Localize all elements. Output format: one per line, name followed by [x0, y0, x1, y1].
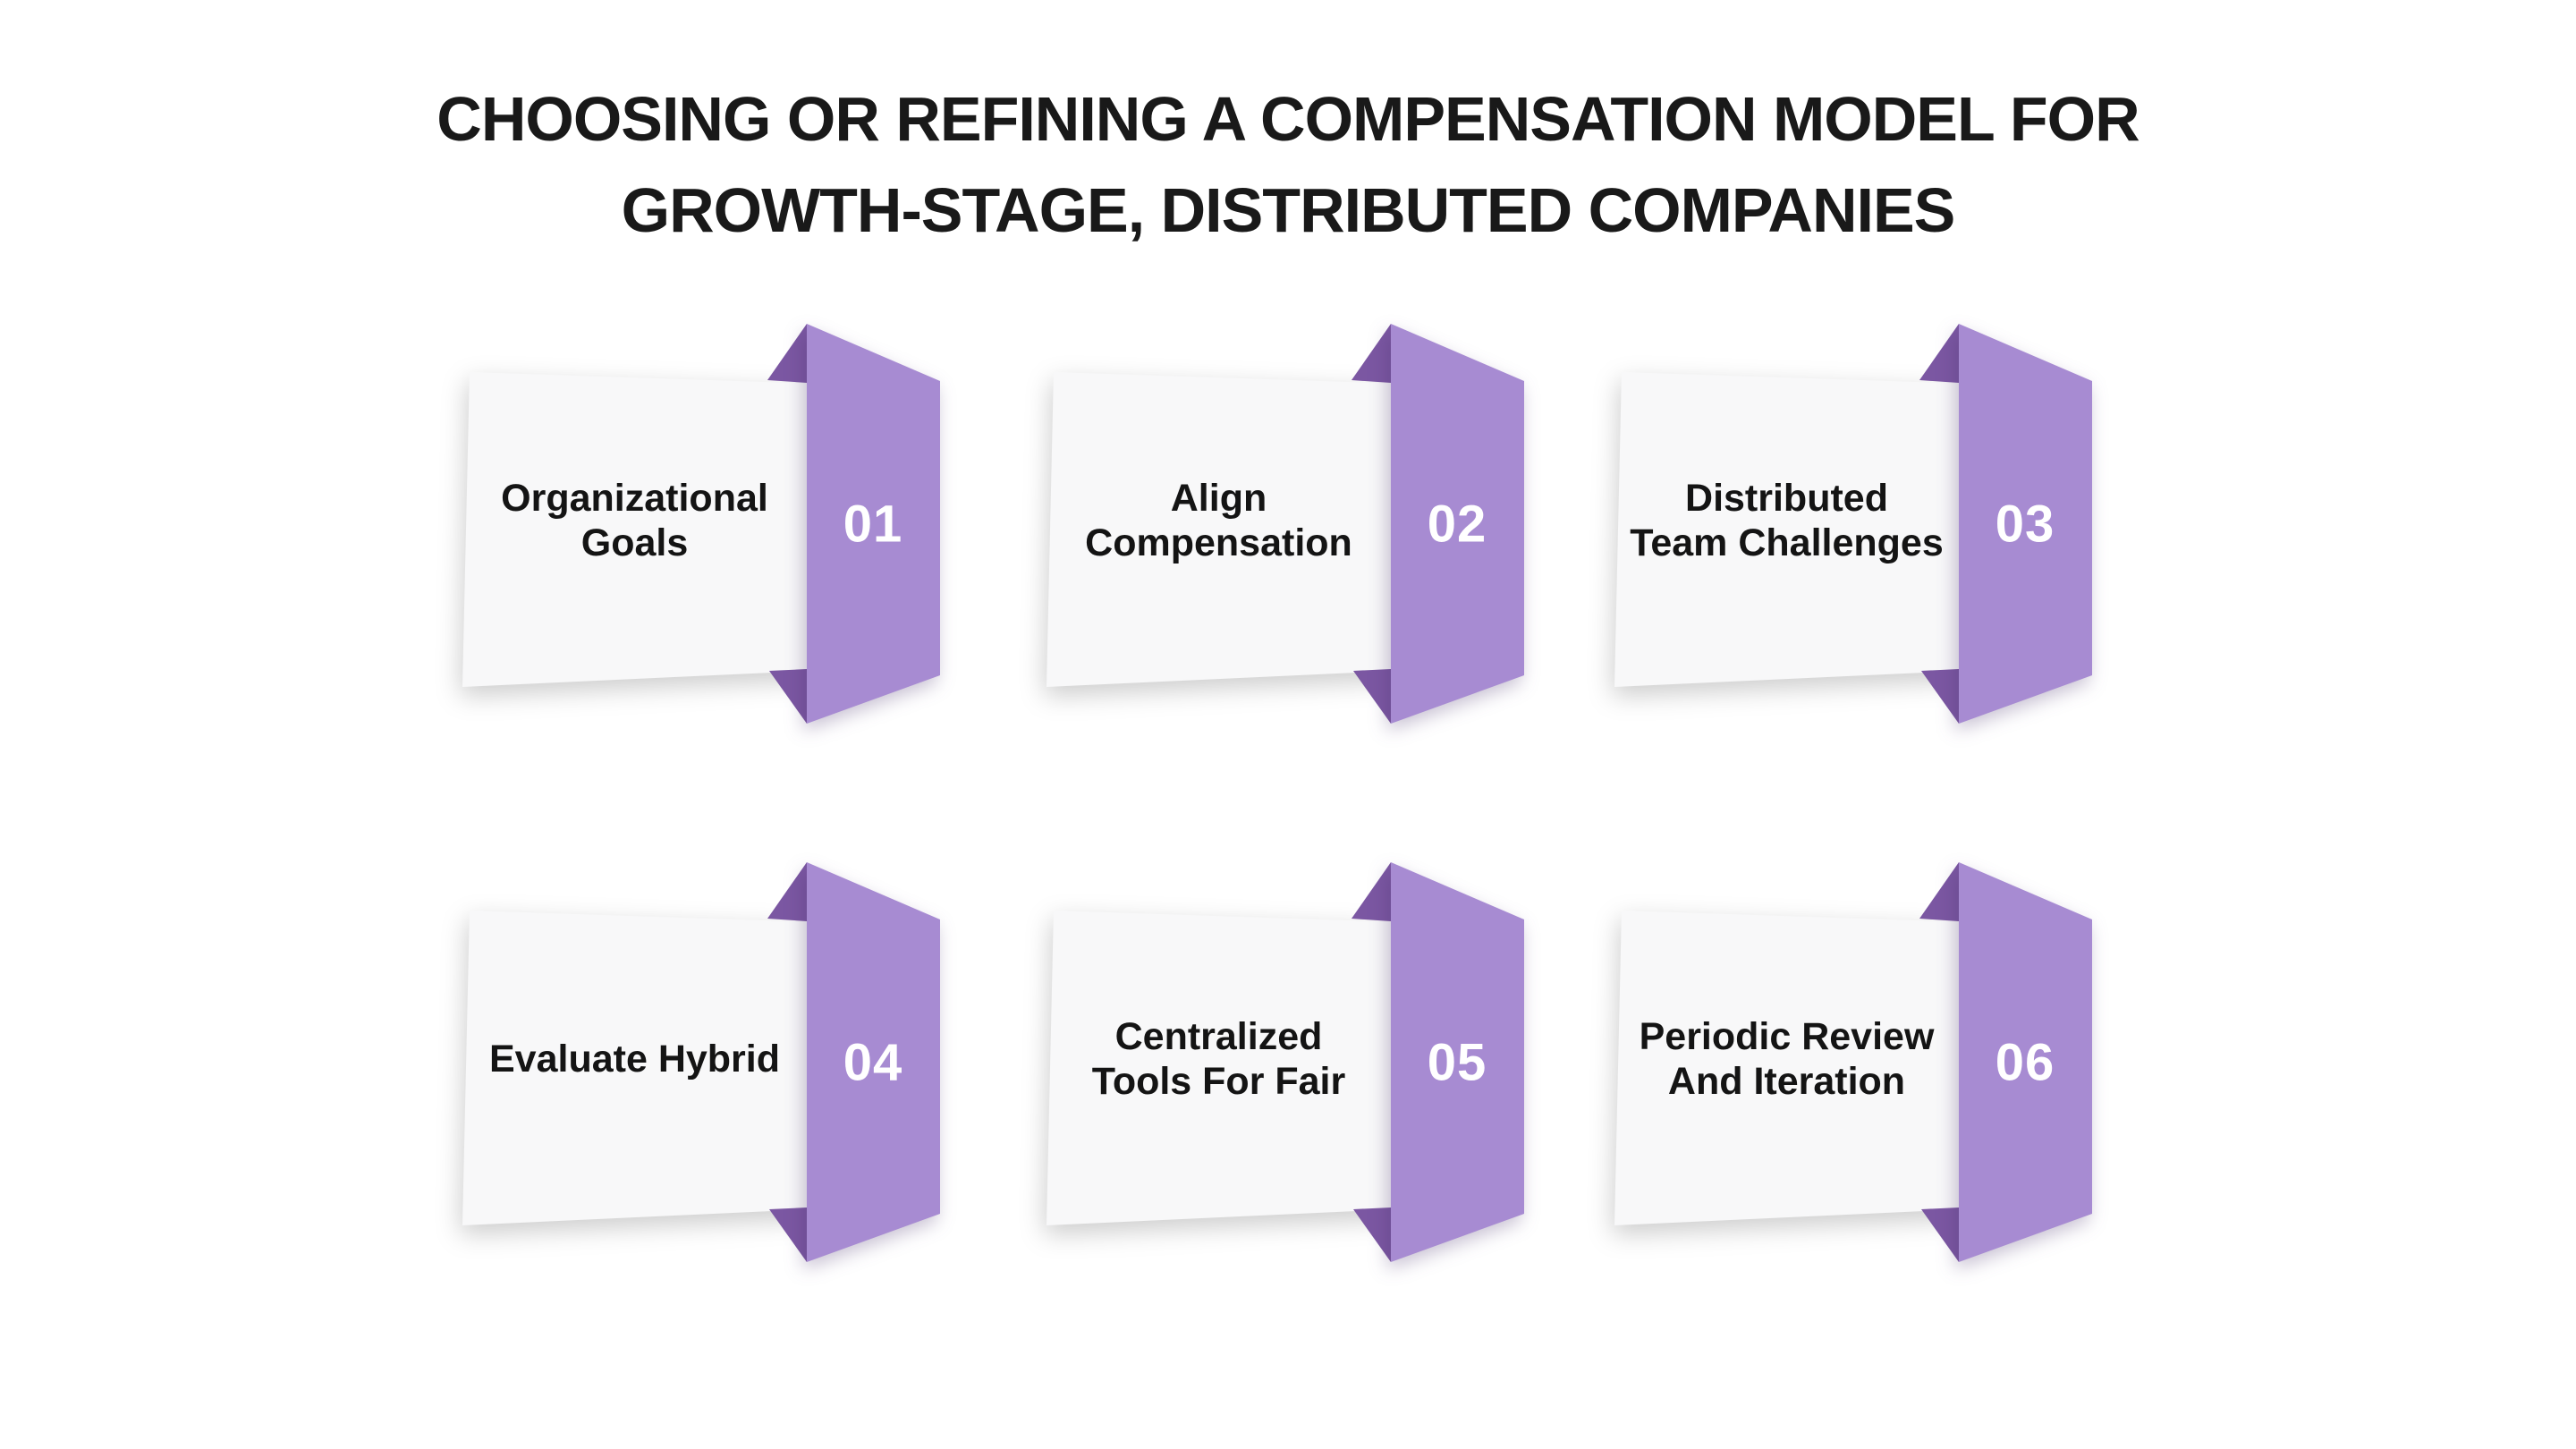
step-label: Centralized Tools For Fair — [1091, 1015, 1346, 1103]
ribbon-fold-bottom-icon — [1353, 1208, 1391, 1262]
step-number: 02 — [1428, 496, 1487, 554]
step-card-2-shape: 02 — [1046, 324, 1524, 724]
step-card-3-shape: 03 — [1614, 324, 2092, 724]
ribbon-banner — [807, 324, 940, 724]
step-number: 03 — [1996, 496, 2055, 554]
step-card-5: 05 Centralized Tools For Fair — [1013, 834, 1604, 1281]
step-card-4-shape: 04 — [462, 862, 940, 1262]
ribbon-fold-top-icon — [1352, 862, 1391, 921]
step-card-3: 03 Distributed Team Challenges — [1581, 295, 2172, 742]
ribbon-fold-top-icon — [1919, 324, 1959, 383]
ribbon-fold-top-icon — [1352, 324, 1391, 383]
card-panel — [1614, 911, 1968, 1225]
ribbon-fold-top-icon — [767, 324, 807, 383]
step-label: Periodic Review And Iteration — [1639, 1015, 1935, 1103]
step-label: Align Compensation — [1085, 477, 1352, 564]
step-card-5-shape: 05 — [1046, 862, 1524, 1262]
ribbon-banner — [1959, 862, 2092, 1262]
step-label: Evaluate Hybrid — [489, 1038, 780, 1081]
ribbon-fold-bottom-icon — [769, 1208, 807, 1262]
page-title-line-2: GROWTH-STAGE, DISTRIBUTED COMPANIES — [621, 175, 1956, 245]
step-label: Distributed Team Challenges — [1630, 477, 1944, 564]
step-card-2: 02 Align Compensation — [1013, 295, 1604, 742]
ribbon-banner — [1959, 324, 2092, 724]
card-panel — [462, 911, 816, 1225]
step-card-1: 01 Organizational Goals — [429, 295, 1020, 742]
ribbon-fold-bottom-icon — [769, 669, 807, 724]
step-number: 05 — [1428, 1034, 1487, 1092]
page-title-line-1: CHOOSING OR REFINING A COMPENSATION MODE… — [436, 84, 2140, 154]
ribbon-fold-top-icon — [767, 862, 807, 921]
card-panel — [1614, 372, 1968, 687]
ribbon-fold-bottom-icon — [1921, 1208, 1959, 1262]
step-number: 01 — [843, 496, 903, 554]
ribbon-banner — [1391, 862, 1524, 1262]
step-card-4: 04 Evaluate Hybrid — [429, 834, 1020, 1281]
card-panel — [1046, 372, 1400, 687]
ribbon-fold-bottom-icon — [1921, 669, 1959, 724]
card-panel — [1046, 911, 1400, 1225]
ribbon-fold-bottom-icon — [1353, 669, 1391, 724]
step-number: 06 — [1996, 1034, 2055, 1092]
ribbon-banner — [1391, 324, 1524, 724]
step-card-6: 06 Periodic Review And Iteration — [1581, 834, 2172, 1281]
step-card-1-shape: 01 — [462, 324, 940, 724]
step-card-6-shape: 06 — [1614, 862, 2092, 1262]
ribbon-fold-top-icon — [1919, 862, 1959, 921]
step-label: Organizational Goals — [501, 477, 768, 564]
card-panel — [462, 372, 816, 687]
ribbon-banner — [807, 862, 940, 1262]
page-title: CHOOSING OR REFINING A COMPENSATION MODE… — [0, 73, 2576, 256]
step-number: 04 — [843, 1034, 903, 1092]
